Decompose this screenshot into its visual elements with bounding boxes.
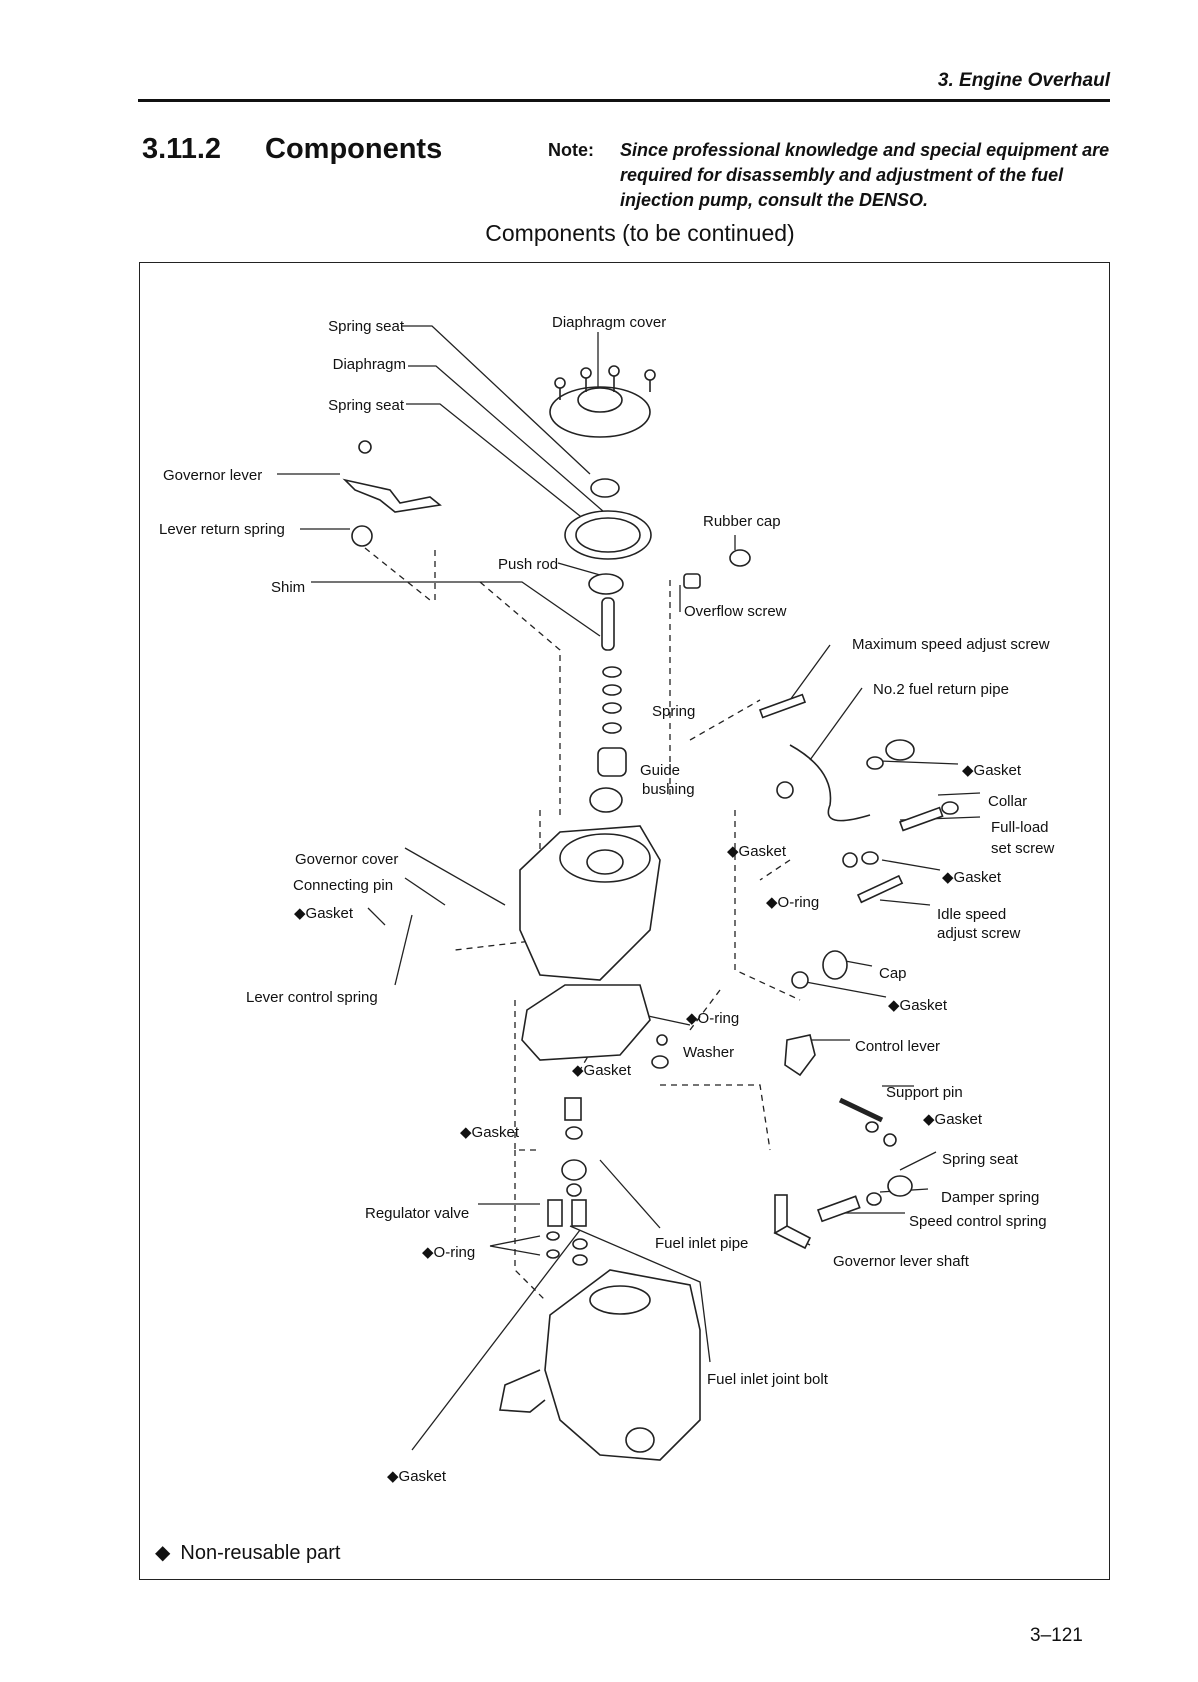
label-shim: Shim <box>271 579 306 596</box>
label-gasket-a: ◆Gasket <box>962 762 1022 779</box>
label-max-speed-adjust-screw: Maximum speed adjust screw <box>852 636 1050 653</box>
legend-text: Non-reusable part <box>180 1542 341 1564</box>
section-number: 3.11.2 <box>142 133 222 165</box>
label-diaphragm: Diaphragm <box>332 356 406 373</box>
label-gasket-i: ◆Gasket <box>387 1468 447 1485</box>
label-full-load-2: set screw <box>991 840 1055 857</box>
label-guide-bushing-2: bushing <box>642 781 695 798</box>
label-spring-seat-2: Spring seat <box>328 397 404 414</box>
chapter-header: 3. Engine Overhaul <box>937 70 1110 91</box>
header-rule <box>138 99 1110 102</box>
label-fuel-inlet-joint-bolt: Fuel inlet joint bolt <box>707 1371 828 1388</box>
label-rubber-cap: Rubber cap <box>703 513 781 530</box>
figure-caption: Components (to be continued) <box>485 220 795 246</box>
label-lever-return-spring: Lever return spring <box>159 521 285 538</box>
label-fuel-inlet-pipe: Fuel inlet pipe <box>655 1235 749 1252</box>
label-governor-lever: Governor lever <box>163 467 263 484</box>
diamond-icon: ◆ <box>155 1542 171 1564</box>
label-damper-spring: Damper spring <box>941 1189 1040 1206</box>
label-spring-seat-3: Spring seat <box>942 1151 1018 1168</box>
label-collar: Collar <box>988 793 1028 810</box>
label-washer: Washer <box>683 1044 735 1061</box>
label-guide-bushing-1: Guide <box>640 762 681 779</box>
label-control-lever: Control lever <box>855 1038 941 1055</box>
figure-frame <box>139 262 1110 1580</box>
label-diaphragm-cover: Diaphragm cover <box>552 314 667 331</box>
label-cap: Cap <box>879 965 907 982</box>
label-o-ring-a: ◆O-ring <box>766 894 820 911</box>
section-title: Components <box>265 133 443 165</box>
legend: ◆ Non-reusable part <box>155 1540 340 1565</box>
label-gasket-g: ◆Gasket <box>923 1111 983 1128</box>
label-spring-seat-1: Spring seat <box>328 318 404 335</box>
label-o-ring-c: ◆O-ring <box>422 1244 476 1261</box>
label-gasket-f: ◆Gasket <box>572 1062 632 1079</box>
label-push-rod: Push rod <box>498 556 559 573</box>
label-o-ring-b: ◆O-ring <box>686 1010 740 1027</box>
label-speed-control-spring: Speed control spring <box>909 1213 1047 1230</box>
label-full-load-1: Full-load <box>991 819 1049 836</box>
label-support-pin: Support pin <box>886 1084 963 1101</box>
label-gasket-b: ◆Gasket <box>727 843 787 860</box>
label-idle-speed-2: adjust screw <box>937 925 1021 942</box>
label-gasket-e: ◆Gasket <box>888 997 948 1014</box>
label-connecting-pin: Connecting pin <box>293 877 394 894</box>
label-governor-cover: Governor cover <box>295 851 399 868</box>
label-gasket-h: ◆Gasket <box>460 1124 520 1141</box>
note-label: Note: <box>548 140 594 160</box>
label-gasket-c: ◆Gasket <box>942 869 1002 886</box>
page-number: 3–121 <box>1030 1625 1083 1646</box>
label-gasket-d: ◆Gasket <box>294 905 354 922</box>
label-overflow-screw: Overflow screw <box>684 603 787 620</box>
label-regulator-valve: Regulator valve <box>365 1205 470 1222</box>
label-no2-fuel-return-pipe: No.2 fuel return pipe <box>873 681 1009 698</box>
label-idle-speed-1: Idle speed <box>937 906 1007 923</box>
note-text: Since professional knowledge and special… <box>620 140 1110 210</box>
label-governor-lever-shaft: Governor lever shaft <box>833 1253 969 1270</box>
label-spring: Spring <box>652 703 696 720</box>
label-lever-control-spring: Lever control spring <box>246 989 378 1006</box>
